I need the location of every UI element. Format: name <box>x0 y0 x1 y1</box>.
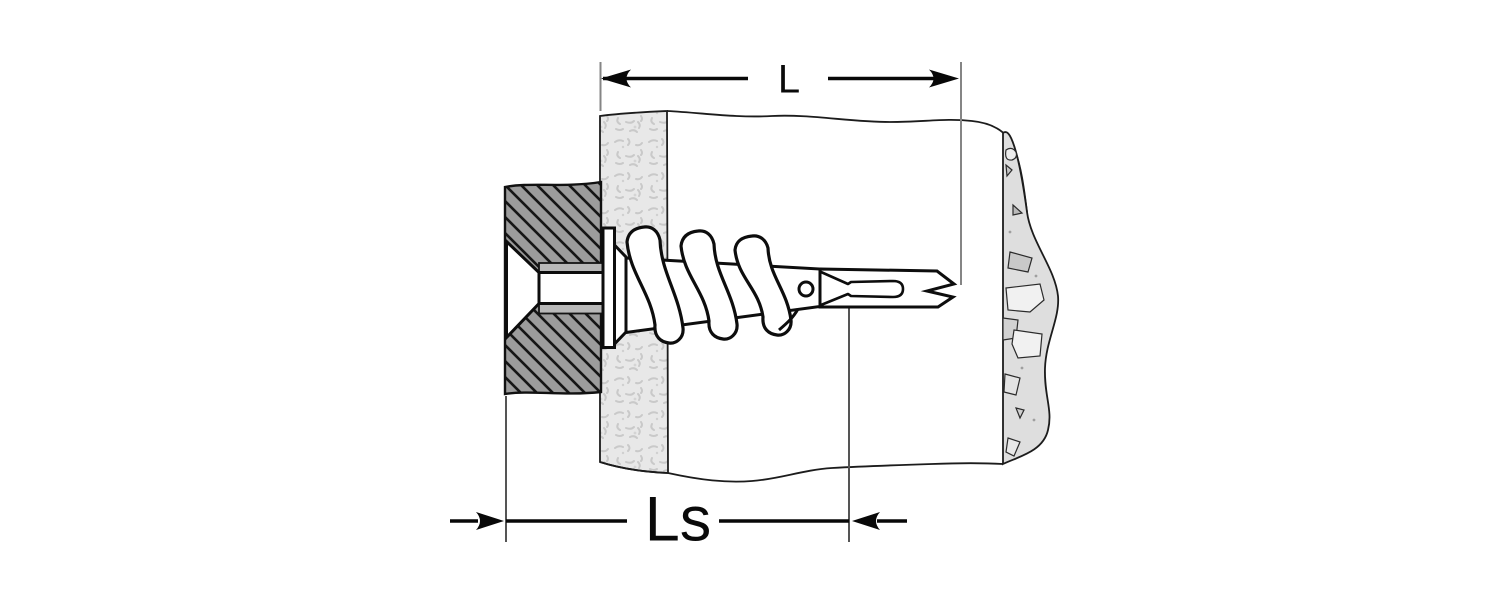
anchor-head-slot <box>537 271 605 305</box>
tip-hole <box>797 280 815 298</box>
concrete-aggregate <box>1002 147 1045 457</box>
cavity-bottom-line <box>599 461 1004 483</box>
arrowhead-inward-left-icon <box>852 512 880 530</box>
tip-flute-outline <box>820 270 905 307</box>
thread-runout <box>778 308 800 332</box>
drill-tip <box>818 267 958 309</box>
thread-flight-2 <box>679 229 739 341</box>
anchor-flange <box>601 226 616 349</box>
thread-flight-1 <box>625 225 685 345</box>
dimension-Ls-label: Ls <box>645 485 712 555</box>
arrowhead-inward-right-icon <box>476 512 504 530</box>
anchor-collar <box>613 241 628 348</box>
thread-flights <box>625 225 793 345</box>
dimension-L-label: L <box>778 58 800 102</box>
arrowhead-left-icon <box>601 69 631 88</box>
drywall-anchor <box>505 225 958 349</box>
dimension-L: L <box>601 58 959 102</box>
dimension-Ls: Ls <box>450 485 907 555</box>
arrowhead-right-icon <box>929 69 959 88</box>
